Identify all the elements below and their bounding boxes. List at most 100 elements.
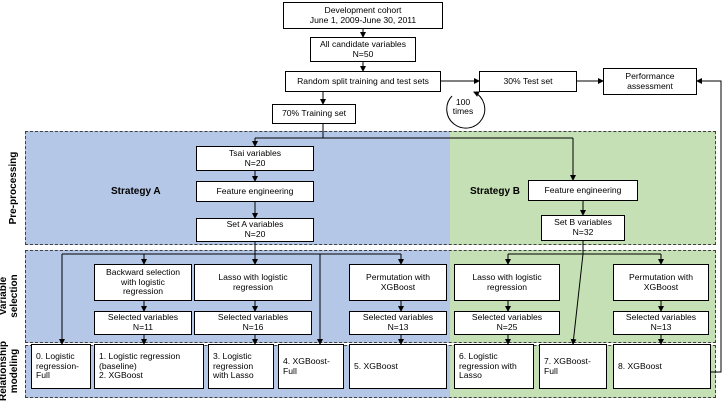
split-label: Random split training and test sets — [297, 75, 429, 86]
repeat-label: 100 times — [442, 97, 484, 117]
performance-box: Performance assessment — [603, 68, 697, 95]
arrow-to-m7 — [570, 253, 584, 345]
performance-line-1: Performance — [625, 70, 675, 81]
sel-perm-a-line-1: Selected variables — [362, 312, 434, 323]
set-b-line-1: Set B variables — [554, 217, 612, 228]
set-a-line-1: Set A variables — [226, 219, 284, 230]
perm-b-line-1: Permutation with — [628, 271, 693, 282]
stage-label-selection: Variable selection — [0, 261, 24, 331]
backward-line-2: with logistic — [121, 276, 165, 287]
arrow-models-performance — [696, 78, 722, 373]
m3-line-3: with Lasso — [213, 370, 254, 381]
model-6-box: 6. Logistic regression with Lasso — [454, 344, 534, 389]
repeat-line-1: 100 — [455, 97, 471, 107]
m1-line-2: (baseline) — [99, 360, 137, 371]
performance-line-2: assessment — [627, 80, 673, 91]
m0-line-3: Full — [36, 370, 50, 381]
m4-line-1: 4. XGBoost- — [283, 355, 330, 366]
m5-line-1: 5. XGBoost — [354, 360, 398, 371]
set-b-variables-box: Set B variables N=32 — [541, 215, 625, 241]
tsai-line-1: Tsai variables — [228, 147, 282, 158]
m0-line-1: 0. Logistic — [36, 350, 75, 361]
sel-backward-line-2: N=11 — [132, 322, 154, 332]
m1-line-3: 2. XGBoost — [99, 370, 143, 381]
permutation-a-box: Permutation with XGBoost — [349, 264, 447, 301]
m0-line-2: regression- — [36, 360, 79, 371]
backward-selection-box: Backward selection with logistic regress… — [94, 264, 192, 301]
selected-lasso-a-box: Selected variables N=16 — [194, 311, 312, 335]
m7-line-2: Full — [544, 365, 558, 376]
lasso-b-box: Lasso with logistic regression — [454, 264, 560, 301]
perm-a-line-2: XGBoost — [380, 281, 416, 292]
m6-line-3: Lasso — [459, 370, 482, 381]
backward-line-3: regression — [122, 286, 164, 297]
stage-label-modeling: Relationship modeling — [0, 334, 24, 408]
model-5-box: 5. XGBoost — [349, 344, 447, 389]
model-3-box: 3. Logistic regression with Lasso — [208, 344, 274, 389]
sel-lasso-a-line-1: Selected variables — [217, 312, 289, 323]
sel-lasso-a-line-2: N=16 — [242, 322, 264, 332]
candidates-line-1: All candidate variables — [320, 38, 406, 49]
m7-line-1: 7. XGBoost- — [544, 355, 591, 366]
frame-preprocessing — [25, 131, 716, 245]
set-a-line-2: N=20 — [244, 229, 266, 239]
model-0-box: 0. Logistic regression- Full — [31, 344, 91, 389]
cohort-line-1: Development cohort — [324, 4, 402, 15]
candidates-line-2: N=50 — [352, 48, 374, 59]
m6-line-1: 6. Logistic — [459, 350, 498, 361]
selected-perm-a-box: Selected variables N=13 — [349, 311, 447, 335]
split-box: Random split training and test sets — [285, 71, 441, 92]
feature-engineering-a-box: Feature engineering — [196, 181, 314, 202]
lasso-a-line-1: Lasso with logistic — [218, 271, 288, 282]
selected-lasso-b-box: Selected variables N=25 — [454, 311, 560, 335]
model-8-box: 8. XGBoost — [613, 344, 711, 389]
sel-perm-b-line-1: Selected variables — [625, 312, 697, 323]
selected-perm-b-box: Selected variables N=13 — [613, 311, 709, 335]
lasso-a-line-2: regression — [232, 281, 274, 292]
m3-line-2: regression — [213, 360, 254, 371]
feature-engineering-b-label: Feature engineering — [544, 184, 622, 195]
sel-lasso-b-line-1: Selected variables — [471, 312, 543, 323]
sel-lasso-b-line-2: N=25 — [496, 322, 518, 332]
perm-b-line-2: XGBoost — [643, 281, 679, 292]
feature-engineering-a-label: Feature engineering — [216, 185, 294, 196]
backward-line-1: Backward selection — [105, 266, 181, 277]
model-7-box: 7. XGBoost- Full — [539, 344, 607, 389]
perm-a-line-1: Permutation with — [365, 271, 430, 282]
stage-modeling-line-1: Relationship — [0, 341, 9, 402]
model-1-2-box: 1. Logistic regression (baseline) 2. XGB… — [94, 344, 204, 389]
m3-line-1: 3. Logistic — [213, 350, 252, 361]
candidates-box: All candidate variables N=50 — [310, 37, 416, 62]
frame-selection — [25, 250, 716, 343]
model-4-box: 4. XGBoost- Full — [278, 344, 344, 389]
stage-modeling-line-2: modeling — [9, 348, 20, 394]
stage-selection-line-2: selection — [9, 274, 20, 318]
cohort-line-2: June 1, 2009-June 30, 2011 — [309, 14, 417, 25]
training-set-label: 70% Training set — [281, 108, 346, 119]
tsai-line-2: N=20 — [244, 157, 266, 168]
set-b-line-2: N=32 — [572, 227, 594, 237]
selected-backward-box: Selected variables N=11 — [94, 311, 192, 335]
stage-selection-line-1: Variable — [0, 276, 9, 316]
stage-label-preprocessing: Pre-processing — [8, 138, 22, 238]
m4-line-2: Full — [283, 365, 297, 376]
repeat-loop-arc — [446, 91, 486, 129]
lasso-b-line-2: regression — [486, 281, 528, 292]
stage-preprocessing-text: Pre-processing — [8, 151, 19, 225]
permutation-b-box: Permutation with XGBoost — [613, 264, 709, 301]
m8-line-1: 8. XGBoost — [618, 360, 662, 371]
sel-perm-a-line-2: N=13 — [387, 322, 409, 332]
m6-line-2: regression with — [459, 360, 517, 371]
cohort-box: Development cohort June 1, 2009-June 30,… — [283, 2, 443, 29]
lasso-a-box: Lasso with logistic regression — [194, 264, 312, 301]
test-set-box: 30% Test set — [479, 71, 577, 92]
strategy-a-label: Strategy A — [111, 186, 161, 197]
set-a-variables-box: Set A variables N=20 — [196, 218, 314, 242]
training-set-box: 70% Training set — [272, 104, 356, 124]
sel-backward-line-1: Selected variables — [107, 312, 179, 323]
test-set-label: 30% Test set — [503, 75, 553, 86]
lasso-b-line-1: Lasso with logistic — [472, 271, 542, 282]
repeat-line-2: times — [452, 106, 474, 117]
